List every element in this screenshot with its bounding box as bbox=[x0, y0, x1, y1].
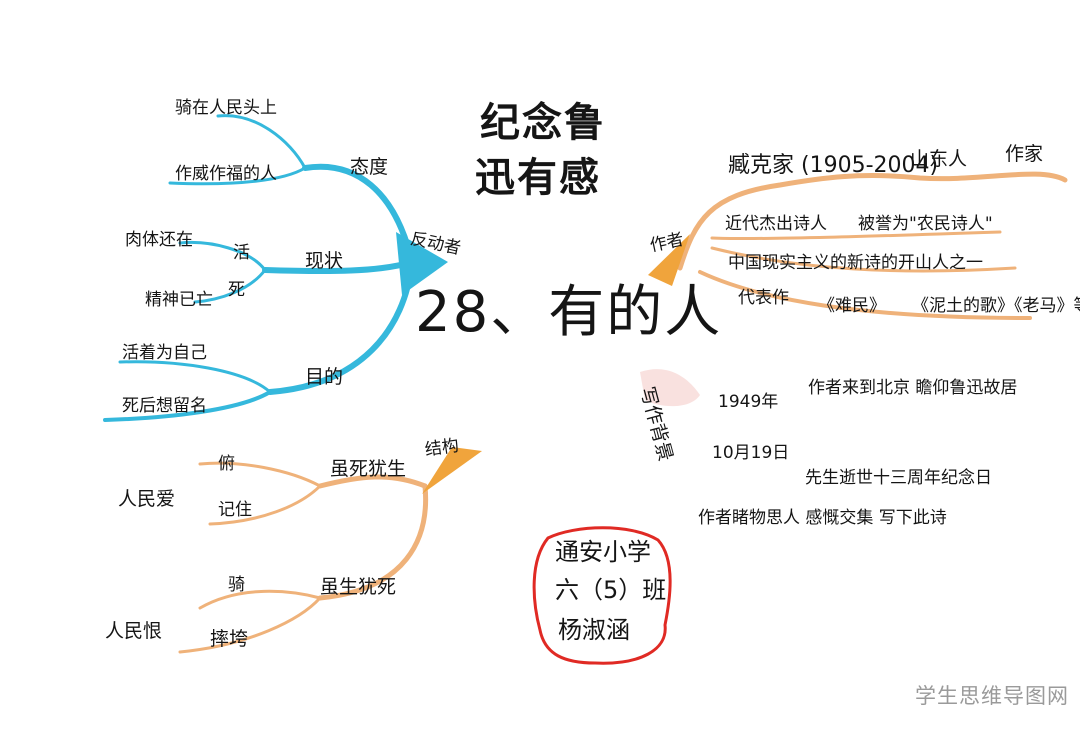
signature-school: 通安小学 bbox=[555, 538, 651, 566]
background-reason: 作者睹物思人 感慨交集 写下此诗 bbox=[698, 508, 947, 528]
death-life-item-2: 记住 bbox=[218, 500, 252, 520]
signature-stamp bbox=[532, 526, 672, 665]
author-hometown: 山东人 bbox=[910, 148, 968, 170]
structure-hub-label: 结构 bbox=[423, 435, 461, 461]
status-dead: 死 bbox=[228, 280, 245, 300]
author-hub-shape bbox=[648, 234, 690, 286]
status-dead-item: 精神已亡 bbox=[145, 290, 213, 310]
purpose-item-1: 活着为自己 bbox=[122, 343, 207, 363]
author-work-2: 《泥土的歌》《老马》等 bbox=[912, 296, 1080, 316]
author-work-1: 《难民》 bbox=[818, 296, 886, 316]
subtitle-line-2: 迅有感 bbox=[475, 155, 601, 201]
status-label: 现状 bbox=[305, 250, 344, 272]
structure-branches bbox=[178, 461, 429, 654]
life-death-item-2: 摔垮 bbox=[210, 628, 249, 650]
status-alive: 活 bbox=[233, 243, 250, 263]
people-hate: 人民恨 bbox=[105, 620, 163, 642]
subtitle-line-1: 纪念鲁 bbox=[480, 100, 606, 146]
author-profession: 作家 bbox=[1005, 143, 1044, 165]
death-life-item-1: 俯 bbox=[218, 454, 235, 474]
life-death-item-1: 骑 bbox=[228, 575, 245, 595]
author-title: 被誉为"农民诗人" bbox=[858, 214, 993, 234]
watermark: 学生思维导图网 bbox=[915, 684, 1069, 708]
author-works-label: 代表作 bbox=[738, 288, 789, 308]
page-title: 28、有的人 bbox=[415, 280, 723, 345]
background-year-text: 作者来到北京 瞻仰鲁迅故居 bbox=[808, 378, 1018, 398]
signature-class: 六（5）班 bbox=[555, 576, 667, 604]
attitude-item-1: 骑在人民头上 bbox=[175, 98, 277, 118]
structure-hub-shape bbox=[422, 447, 482, 494]
left-hub-shape bbox=[396, 232, 448, 295]
attitude-item-2: 作威作福的人 bbox=[175, 164, 277, 184]
purpose-label: 目的 bbox=[305, 366, 344, 388]
background-blob bbox=[640, 369, 700, 407]
author-poet: 近代杰出诗人 bbox=[725, 214, 827, 234]
background-date-text: 先生逝世十三周年纪念日 bbox=[805, 468, 992, 488]
author-branches bbox=[677, 171, 1068, 320]
purpose-item-2: 死后想留名 bbox=[122, 396, 207, 416]
life-death-label: 虽生犹死 bbox=[320, 576, 397, 598]
background-year: 1949年 bbox=[718, 392, 779, 412]
attitude-label: 态度 bbox=[350, 156, 389, 178]
death-life-label: 虽死犹生 bbox=[330, 458, 407, 480]
status-alive-item: 肉体还在 bbox=[125, 230, 193, 250]
people-love: 人民爱 bbox=[118, 488, 176, 510]
author-name-dates: 臧克家 (1905-2004) bbox=[728, 153, 939, 178]
background-date: 10月19日 bbox=[712, 443, 790, 463]
signature-name: 杨淑涵 bbox=[558, 616, 630, 644]
author-pioneer: 中国现实主义的新诗的开山人之一 bbox=[728, 253, 983, 273]
